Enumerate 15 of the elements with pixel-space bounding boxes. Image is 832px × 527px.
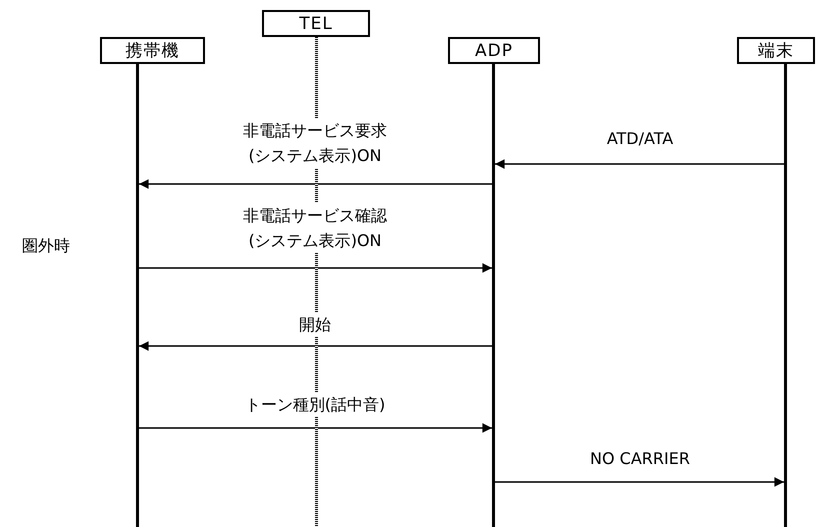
condition-note: 圏外時 xyxy=(22,236,70,257)
lifeline-header-box: TEL xyxy=(262,10,370,37)
message-label: 開始 xyxy=(299,312,331,337)
message-arrow xyxy=(139,263,492,273)
lifeline-header-box: 携帯機 xyxy=(100,37,205,64)
lifeline xyxy=(784,62,787,527)
lifeline xyxy=(136,62,139,527)
lifeline-header-box: ADP xyxy=(448,37,540,64)
message-arrow xyxy=(139,179,492,189)
lifeline-header-box: 端末 xyxy=(737,37,815,64)
message-arrow xyxy=(139,341,492,351)
message-arrow xyxy=(495,159,784,169)
message-arrow xyxy=(495,477,784,487)
lifeline xyxy=(492,62,495,527)
message-arrow xyxy=(139,423,492,433)
